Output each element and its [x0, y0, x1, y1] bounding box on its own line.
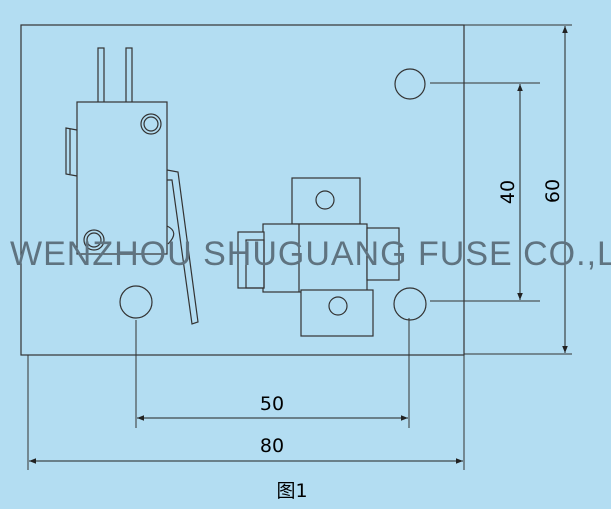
- dim-label-60: 60: [542, 179, 564, 203]
- fuse-holder: [237, 177, 400, 337]
- figure-caption: 图1: [276, 480, 307, 502]
- mounting-hole-bottom-right: [393, 287, 427, 321]
- micro-switch: [65, 47, 199, 325]
- mounting-hole-bottom-left: [119, 285, 153, 319]
- dim-label-80: 80: [260, 435, 284, 457]
- dim-label-50: 50: [260, 393, 284, 415]
- dim-label-40: 40: [497, 180, 519, 204]
- mounting-hole-top-right: [394, 68, 426, 100]
- company-watermark: WENZHOU SHUGUANG FUSE CO.,LTD: [10, 235, 611, 273]
- plate-outline: [20, 24, 465, 356]
